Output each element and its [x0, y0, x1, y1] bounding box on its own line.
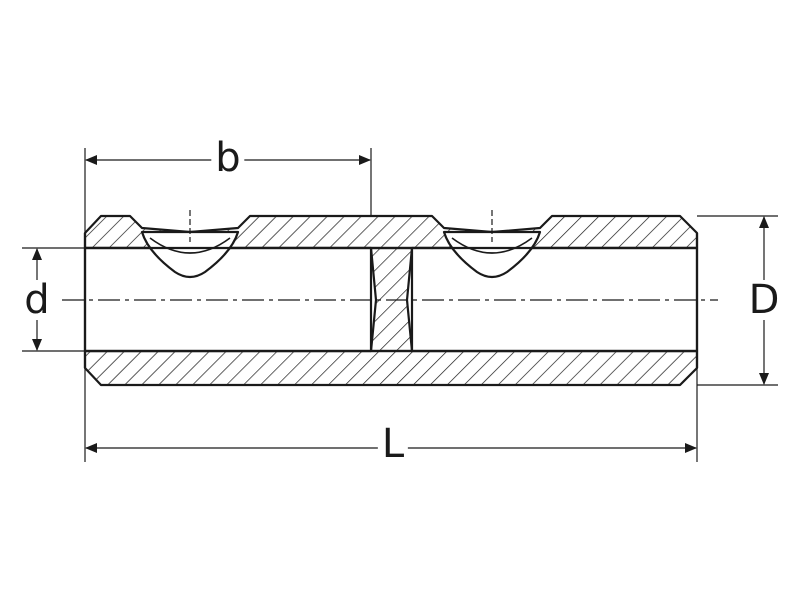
dimension-label-b: b: [211, 138, 245, 178]
top-wall-section: [83, 214, 699, 250]
dimension-label-d: d: [20, 280, 54, 320]
left-indent-inner-edge: [149, 237, 231, 254]
dimension-label-D: D: [744, 280, 784, 320]
dimension-label-L: L: [377, 424, 409, 464]
bottom-wall-section: [83, 349, 699, 387]
right-indent-inner-edge: [451, 237, 533, 254]
